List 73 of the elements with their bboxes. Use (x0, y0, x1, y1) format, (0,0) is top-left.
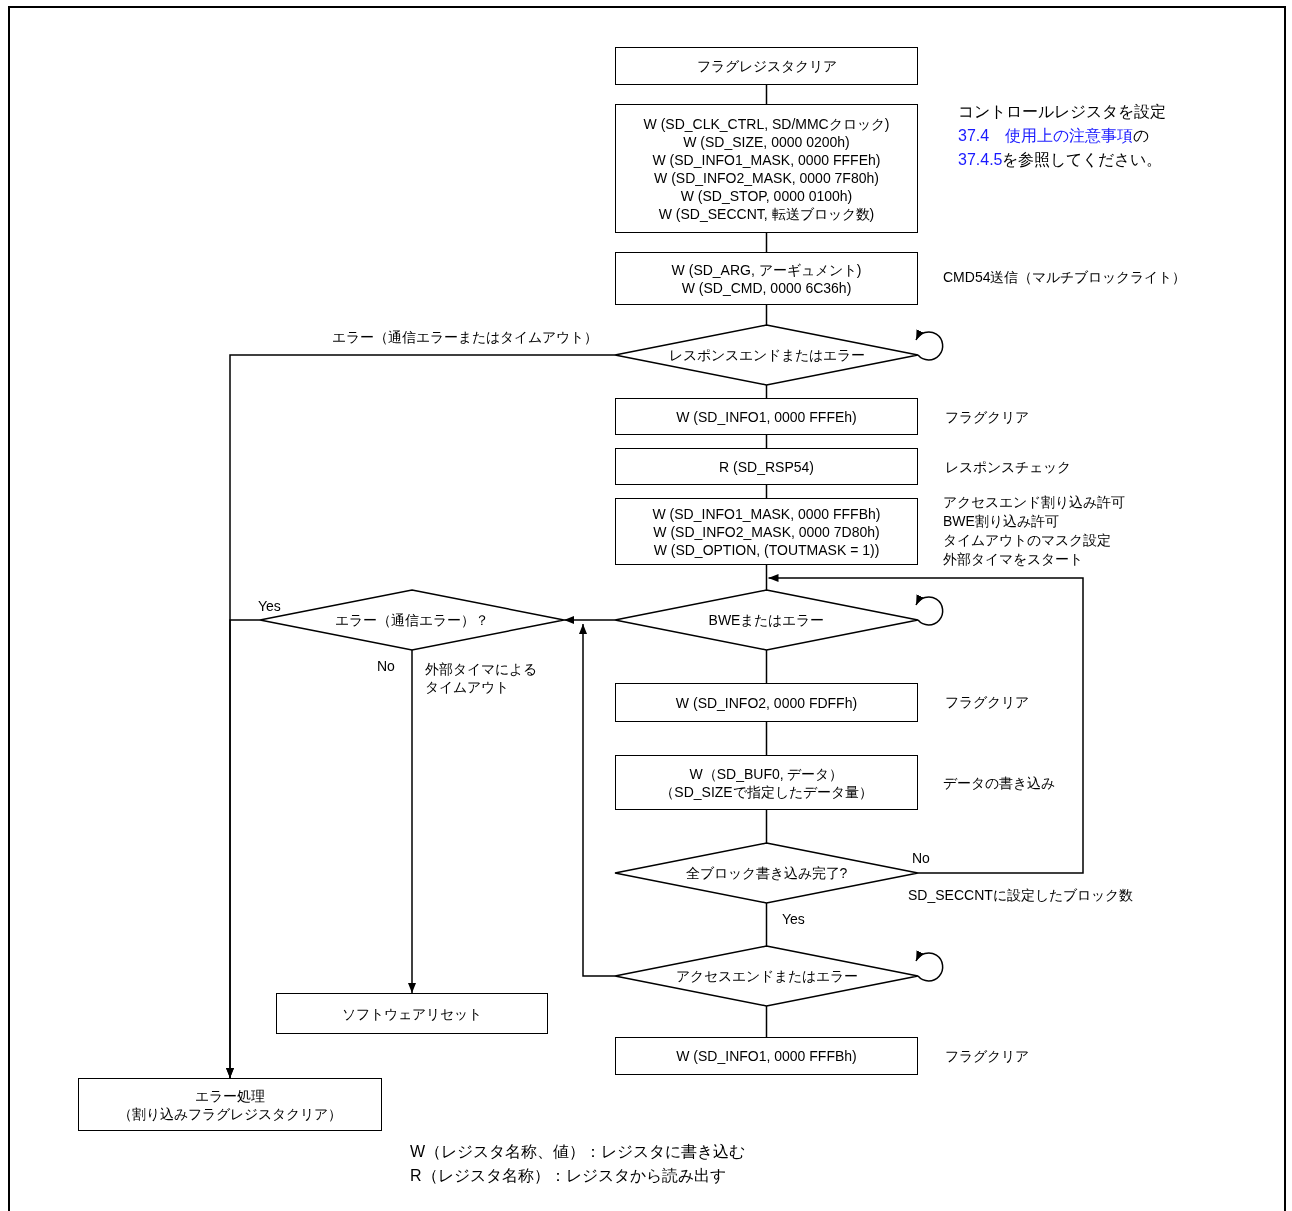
note-text: タイムアウトのマスク設定 (943, 532, 1111, 548)
process-box (615, 498, 918, 565)
link: 37.4.5 (958, 151, 1003, 168)
note-text: 外部タイマをスタート (943, 551, 1083, 567)
box-text: W (SD_INFO1_MASK, 0000 FFFBh) (652, 504, 881, 523)
process-box (615, 104, 918, 233)
arrow (767, 574, 1084, 874)
box-text: W (SD_INFO2_MASK, 0000 7F80h) (654, 168, 879, 187)
connector-line (765, 809, 768, 844)
box-text: （割り込みフラグレジスタクリア） (118, 1104, 342, 1123)
box-text: W (SD_INFO2_MASK, 0000 7D80h) (653, 522, 880, 541)
box-text: W (SD_STOP, 0000 0100h) (680, 186, 853, 205)
box-text: エラー処理 (195, 1086, 265, 1105)
arrow (563, 616, 616, 624)
note-text: SD_SECCNTに設定したブロック数 (908, 887, 1133, 903)
process-box (615, 1037, 918, 1075)
connector-line (765, 84, 768, 105)
note-text: レスポンスチェック (945, 459, 1071, 475)
box-text: W (SD_SECCNT, 転送ブロック数) (658, 204, 875, 223)
box-text: W (SD_CMD, 0000 6C36h) (681, 278, 852, 297)
arrow (579, 623, 616, 977)
loop-arrow (915, 594, 944, 626)
arrow (408, 649, 416, 994)
note-text: を参照してください。 (1002, 151, 1163, 168)
process-box (615, 683, 918, 722)
note-text: の (1133, 127, 1150, 144)
connector-line (765, 649, 768, 684)
decision-text: エラー（通信エラー）？ (335, 611, 489, 629)
process-box (615, 398, 918, 435)
note-text: R（レジスタ名称）：レジスタから読み出す (410, 1167, 726, 1185)
box-text: W (SD_INFO1, 0000 FFFBh) (676, 1047, 857, 1065)
box-text: （SD_SIZEで指定したデータ量） (660, 782, 873, 801)
connector-line (765, 304, 768, 326)
note-text: アクセスエンド割り込み許可 (943, 494, 1125, 510)
box-text: W (SD_OPTION, (TOUTMASK = 1)) (653, 540, 880, 559)
loop-arrow (915, 950, 944, 982)
box-text: W (SD_ARG, アーギュメント) (671, 260, 862, 279)
connector-line (765, 564, 768, 591)
process-box (276, 993, 548, 1034)
note-text: BWE割り込み許可 (943, 513, 1059, 529)
decision-text: レスポンスエンドまたはエラー (668, 346, 865, 364)
decision-text: 全ブロック書き込み完了? (685, 864, 848, 882)
connector-line (765, 1005, 768, 1038)
process-box (78, 1078, 382, 1131)
note-text: フラグクリア (945, 1048, 1029, 1064)
box-text: W (SD_INFO1, 0000 FFFEh) (676, 407, 857, 426)
connector-line (765, 902, 768, 947)
box-text: W (SD_INFO1_MASK, 0000 FFFEh) (652, 150, 881, 169)
connector-line (765, 232, 768, 253)
decision-text: BWEまたはエラー (708, 611, 825, 629)
process-box (615, 448, 918, 485)
box-text: ソフトウェアリセット (342, 1004, 482, 1023)
box-text: W (SD_SIZE, 0000 0200h) (683, 132, 850, 151)
connector-line (765, 721, 768, 756)
arrow (226, 619, 261, 1079)
link: 37.4 使用上の注意事項 (958, 127, 1134, 144)
box-text: フラグレジスタクリア (696, 57, 837, 75)
process-box (615, 252, 918, 305)
note-text: CMD54送信（マルチブロックライト） (943, 269, 1187, 285)
box-text: W (SD_INFO2, 0000 FDFFh) (675, 693, 858, 712)
note-text: フラグクリア (945, 409, 1029, 425)
process-box (615, 47, 918, 85)
box-text: W（SD_BUF0, データ） (689, 764, 844, 783)
note-text: コントロールレジスタを設定 (958, 103, 1166, 120)
decision-text: アクセスエンドまたはエラー (675, 967, 858, 985)
note-text: W（レジスタ名称、値）：レジスタに書き込む (410, 1143, 746, 1161)
box-text: R (SD_RSP54) (719, 457, 814, 476)
loop-arrow (915, 329, 944, 361)
note-text: フラグクリア (945, 694, 1029, 710)
note-text: 外部タイマによるタイムアウト (425, 660, 538, 696)
box-text: W (SD_CLK_CTRL, SD/MMCクロック) (643, 114, 890, 133)
note-text: データの書き込み (943, 775, 1055, 791)
process-box (615, 755, 918, 810)
